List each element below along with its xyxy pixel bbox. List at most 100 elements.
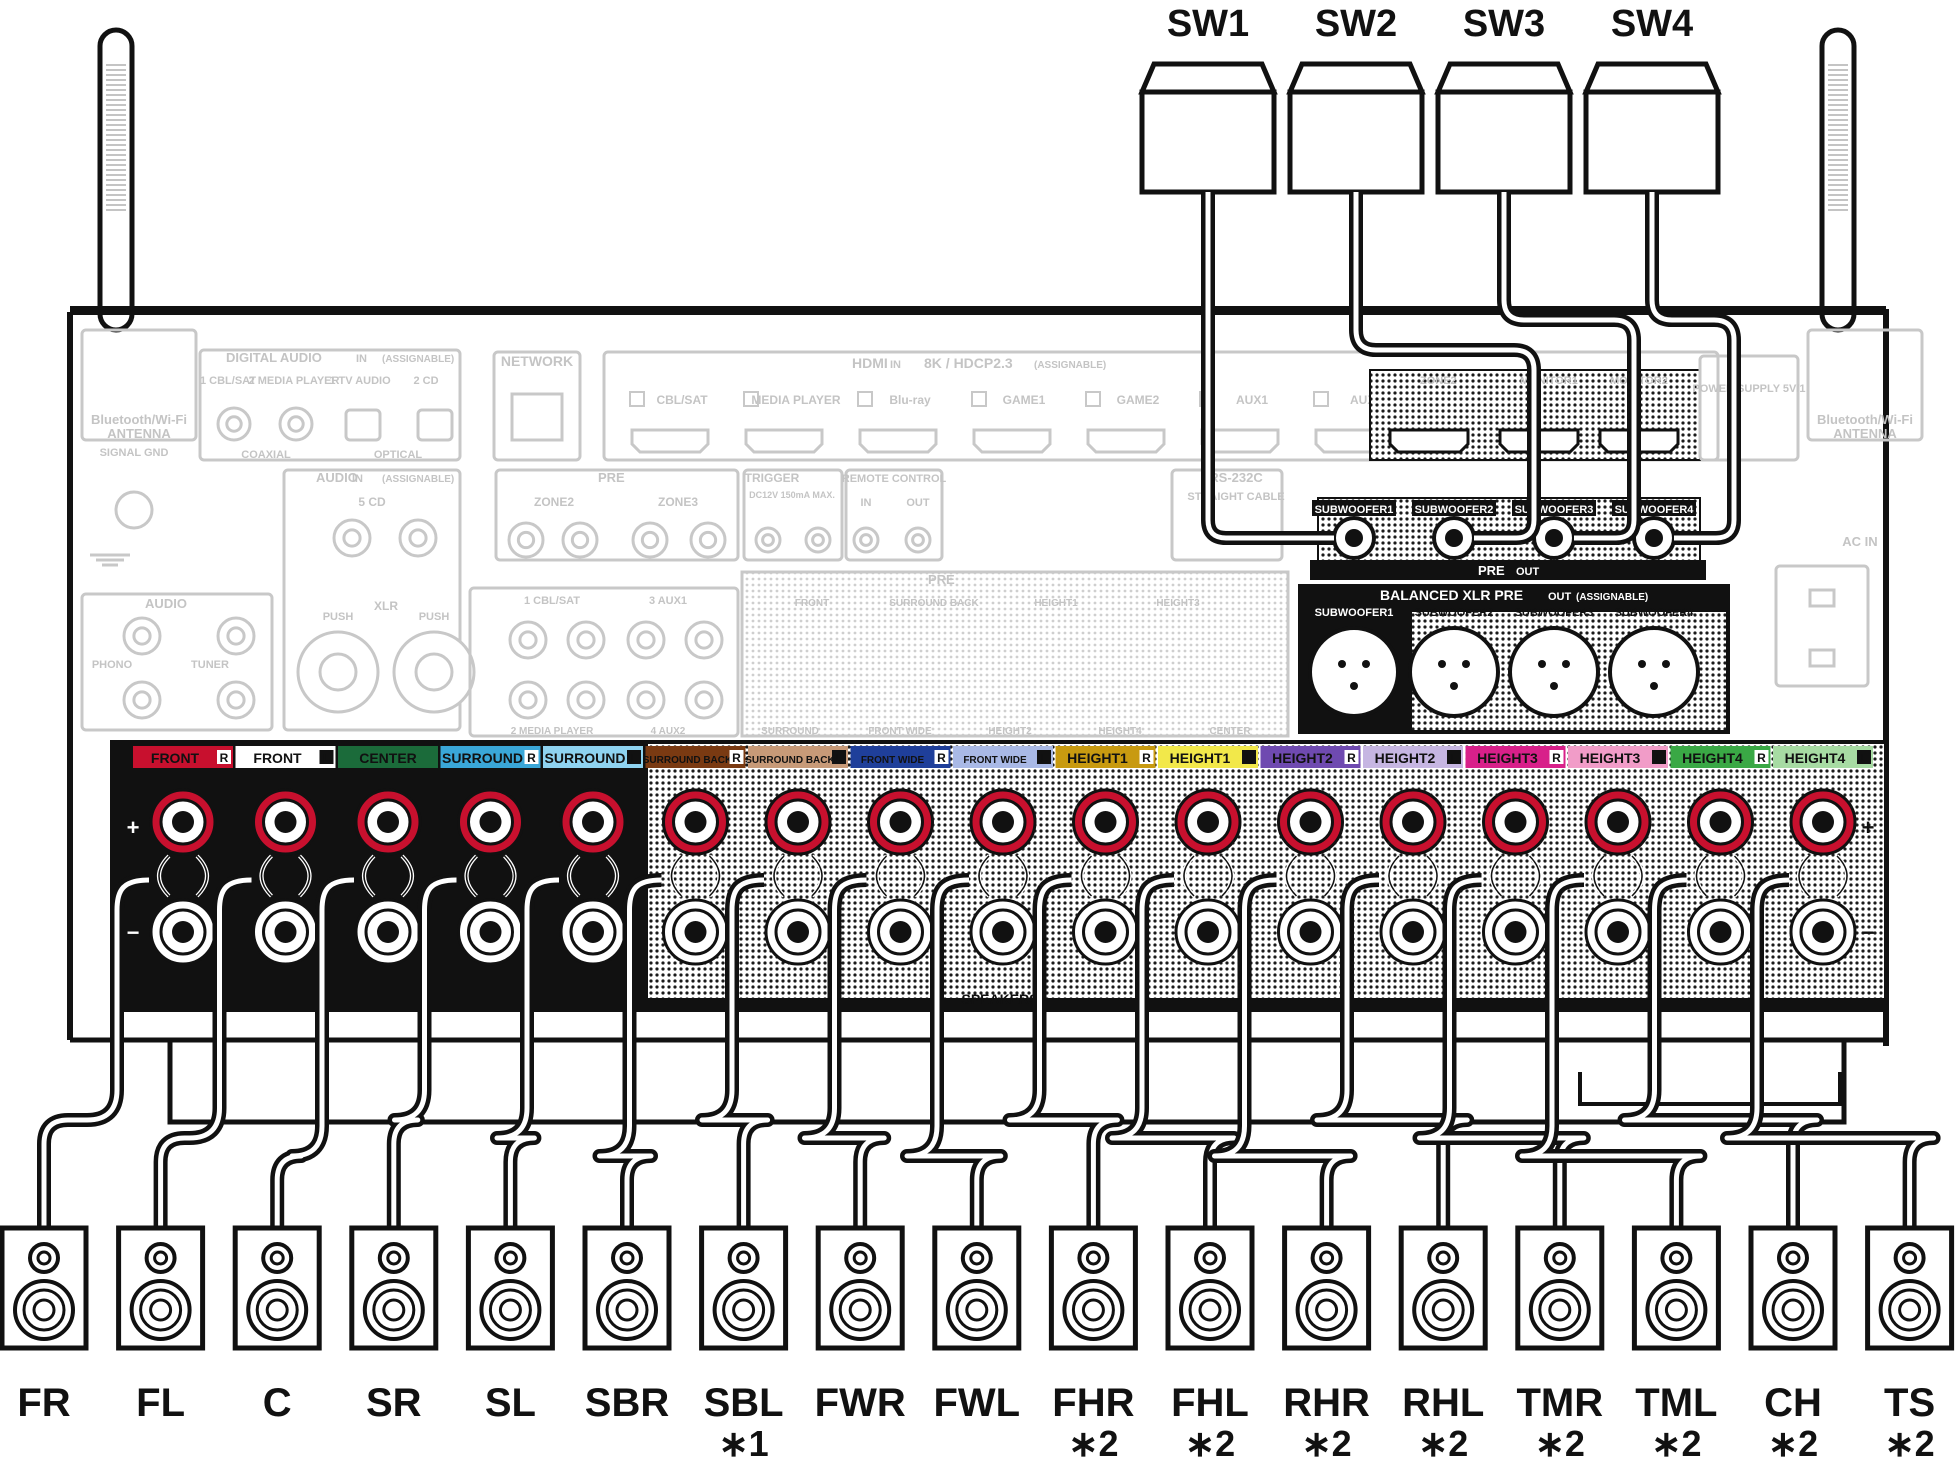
network-box bbox=[492, 350, 582, 462]
pre-out-name: CENTER bbox=[1209, 726, 1251, 737]
subwoofer-jack-label: SUBWOOFER1 bbox=[1315, 504, 1394, 516]
coaxial-label: COAXIAL bbox=[241, 449, 291, 461]
tuner-jack-r bbox=[216, 680, 256, 720]
terminal-negative-hole bbox=[1299, 921, 1322, 943]
pre-zone-box bbox=[494, 468, 740, 562]
terminal-positive-hole bbox=[992, 811, 1014, 833]
push-label-1: PUSH bbox=[323, 611, 354, 623]
optical-label: OPTICAL bbox=[374, 449, 423, 461]
speaker-cables bbox=[37, 873, 1941, 1228]
pre-out-label: PRE bbox=[928, 572, 955, 587]
terminal-label-bg bbox=[440, 746, 541, 768]
analog-input-jack bbox=[508, 620, 548, 660]
speaker-label: FHR bbox=[1052, 1381, 1134, 1425]
speaker-note: ∗2 bbox=[1302, 1423, 1352, 1464]
terminal-label: SURROUND BACK bbox=[643, 755, 733, 766]
speaker: FHL∗2 bbox=[1165, 1225, 1255, 1464]
speaker-cable bbox=[391, 877, 457, 1228]
speaker: RHL∗2 bbox=[1398, 1225, 1488, 1464]
audio-label: AUDIO bbox=[316, 470, 358, 485]
audio-assignable: (ASSIGNABLE) bbox=[382, 474, 454, 485]
terminal-side-label: R bbox=[1552, 751, 1561, 765]
xlr-in-jack-2-pin bbox=[414, 652, 454, 692]
chassis-foot-inner bbox=[1578, 1072, 1842, 1106]
xlr-pin bbox=[1638, 660, 1646, 668]
speaker-cable bbox=[158, 877, 252, 1228]
terminal-side-label: R bbox=[527, 751, 536, 765]
terminal-negative-hole bbox=[479, 921, 502, 943]
terminal-wire-loop-edge bbox=[978, 855, 1028, 897]
plus-sign-right: + bbox=[1862, 815, 1875, 840]
terminal-side-label: R bbox=[937, 751, 946, 765]
trigger-jack-1 bbox=[754, 526, 782, 554]
xlr-pin bbox=[1462, 660, 1470, 668]
speaker: RHR∗2 bbox=[1282, 1225, 1372, 1464]
coaxial-jack-1 bbox=[216, 406, 252, 442]
coaxial-jack-1-pin bbox=[225, 415, 243, 433]
optical-port-1 bbox=[344, 408, 382, 442]
subwoofer-label: SW1 bbox=[1167, 3, 1249, 45]
terminal-label: FRONT bbox=[151, 750, 200, 766]
terminal-side-label: L bbox=[1655, 751, 1662, 765]
terminal-positive-hole bbox=[172, 811, 194, 833]
plus-sign-left: + bbox=[127, 815, 140, 840]
speaker: TS∗2 bbox=[1865, 1225, 1955, 1464]
terminal-positive-hole bbox=[377, 811, 399, 833]
subwoofer-cable bbox=[1353, 192, 1537, 541]
phono-jack-r-pin bbox=[132, 690, 152, 710]
hdmi-port bbox=[1086, 428, 1166, 454]
speaker-cable bbox=[802, 877, 887, 1228]
speaker-woofer-cap bbox=[265, 1298, 289, 1322]
speaker-woofer-cap bbox=[965, 1298, 989, 1322]
terminal-label: FRONT WIDE bbox=[861, 755, 925, 766]
hdmi-spec-label: 8K / HDCP2.3 bbox=[924, 355, 1013, 371]
phono-jack-l-pin bbox=[132, 626, 152, 646]
antenna bbox=[97, 27, 135, 333]
terminal-label-bg bbox=[1465, 746, 1566, 768]
subwoofer-body bbox=[1435, 89, 1573, 195]
power-supply-box bbox=[1698, 354, 1800, 462]
speaker-label: FR bbox=[17, 1381, 70, 1425]
speaker: TMR∗2 bbox=[1515, 1225, 1605, 1464]
terminal-label-bg bbox=[338, 746, 438, 768]
terminal-side-label: L bbox=[1040, 751, 1047, 765]
digital-audio-box bbox=[198, 348, 462, 462]
terminal-negative-hole bbox=[1607, 921, 1629, 943]
analog-input-box bbox=[468, 586, 740, 738]
speaker: FHR∗2 bbox=[1048, 1225, 1138, 1464]
terminal-wire-loop-edge bbox=[158, 855, 208, 897]
xlr-out-label: SUBWOOFER1 bbox=[1315, 607, 1394, 619]
terminal-negative-hole bbox=[377, 921, 399, 943]
zone-jack bbox=[561, 521, 599, 559]
analog-input-2: 2 MEDIA PLAYER bbox=[511, 726, 594, 737]
ac-pin-1 bbox=[1808, 588, 1836, 608]
speaker-cable bbox=[1622, 877, 1820, 1228]
terminal-label: HEIGHT3 bbox=[1477, 750, 1538, 766]
speaker-label: C bbox=[263, 1381, 292, 1425]
xlr-out-jack bbox=[1608, 626, 1700, 718]
terminal-side-box bbox=[729, 750, 744, 764]
audio-in-badge: IN bbox=[352, 473, 363, 485]
antenna-label-left: Bluetooth/Wi-Fi bbox=[91, 412, 187, 427]
subwoofer-top bbox=[1582, 61, 1722, 95]
pre-out-name: FRONT WIDE bbox=[868, 726, 932, 737]
hdmi-input-label: CBL/SAT bbox=[656, 393, 708, 407]
terminal-label-bg bbox=[1158, 746, 1258, 768]
terminal-positive-hole bbox=[1607, 811, 1629, 833]
terminal-label-bg bbox=[748, 746, 848, 768]
rc-out-label: OUT bbox=[906, 497, 930, 509]
ac-in-label: AC IN bbox=[1842, 534, 1877, 549]
speaker-tweeter-dome bbox=[502, 1250, 518, 1266]
analog-input-jack bbox=[684, 620, 724, 660]
hdmi-number-box bbox=[1085, 391, 1101, 407]
xlr-out-label: SUBWOOFER4 bbox=[1615, 607, 1695, 619]
zone-jack-pin bbox=[570, 530, 590, 550]
speaker-cable bbox=[1007, 877, 1120, 1228]
terminal-label-bg bbox=[645, 746, 746, 768]
terminal-label: SURROUND bbox=[442, 750, 523, 766]
subwoofer-body bbox=[1287, 89, 1425, 195]
speaker-label: RHL bbox=[1402, 1381, 1484, 1425]
analog-input-jack-pin bbox=[518, 690, 538, 710]
terminal-label-bg bbox=[1670, 746, 1771, 768]
